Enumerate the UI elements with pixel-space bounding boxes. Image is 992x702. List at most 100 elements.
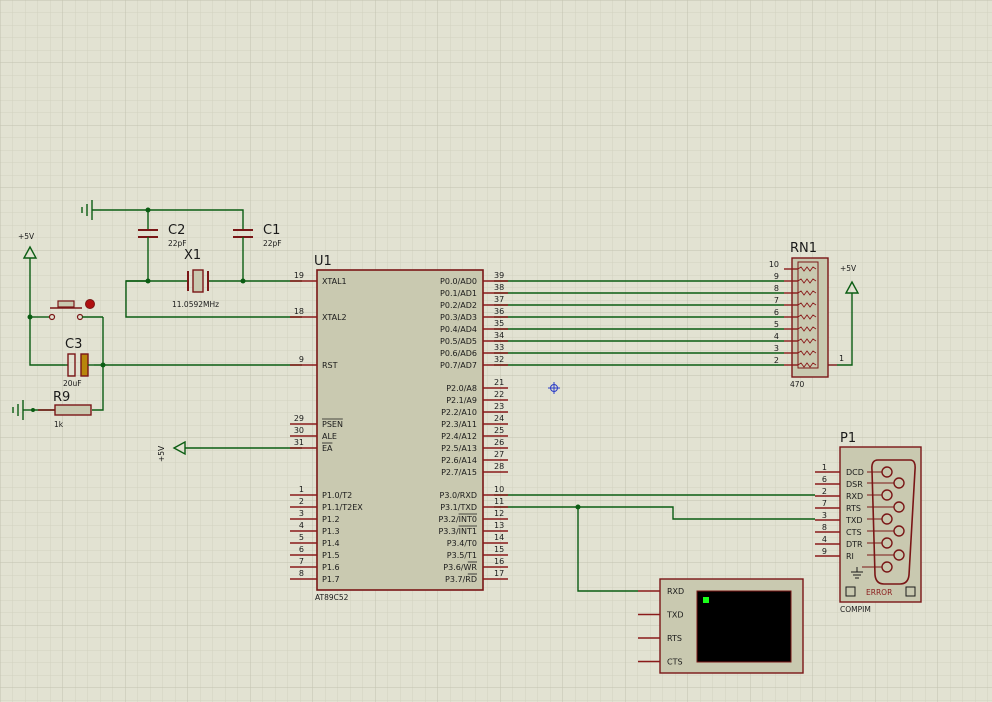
u1-pin-7[interactable]: 7P1.6 bbox=[290, 557, 340, 572]
capacitor-c2[interactable]: C2 22pF bbox=[138, 223, 187, 248]
rn1-pin-8[interactable]: 8 bbox=[774, 284, 817, 296]
virtual-terminal[interactable]: RXD TXD RTS CTS bbox=[638, 578, 804, 674]
u1-pin-label: P2.6/A14 bbox=[441, 456, 477, 465]
terminal-pin-txd[interactable]: TXD bbox=[638, 611, 684, 620]
rn1-common-pin: 1 bbox=[839, 354, 844, 363]
c2-ref: C2 bbox=[168, 223, 185, 238]
rn1-pin-10[interactable]: 10 bbox=[769, 260, 817, 272]
u1-pin-number: 5 bbox=[299, 533, 304, 542]
u1-pin-number: 27 bbox=[494, 450, 504, 459]
r9-value: 1k bbox=[54, 420, 64, 429]
u1-pin-number: 18 bbox=[294, 307, 304, 316]
u1-pin-6[interactable]: 6P1.5 bbox=[290, 545, 340, 560]
c1-ref: C1 bbox=[263, 223, 280, 238]
u1-pin-label: P1.7 bbox=[322, 575, 340, 584]
terminal-pin-cts[interactable]: CTS bbox=[638, 658, 683, 667]
terminal-screen bbox=[696, 590, 792, 663]
p1-pin-ri[interactable]: 9RI bbox=[815, 547, 854, 561]
u1-pin-label: P1.5 bbox=[322, 551, 340, 560]
rn1-pin-number: 2 bbox=[774, 356, 779, 365]
u1-pin-4[interactable]: 4P1.3 bbox=[290, 521, 340, 536]
u1-pin-number: 12 bbox=[494, 509, 504, 518]
c2-value: 22pF bbox=[168, 239, 187, 248]
u1-pin-2[interactable]: 2P1.1/T2EX bbox=[290, 497, 363, 512]
u1-pin-label: P0.7/AD7 bbox=[440, 361, 477, 370]
u1-pin-label: P0.6/AD6 bbox=[440, 349, 477, 358]
compim-p1[interactable]: ERROR P1 COMPIM 1DCD6DSR2RXD7RTS3TXD8CTS… bbox=[815, 431, 922, 614]
crystal-x1[interactable]: X1 11.0592MHz bbox=[172, 248, 219, 309]
u1-pin-1[interactable]: 1P1.0/T2 bbox=[290, 485, 352, 500]
u1-pin-8[interactable]: 8P1.7 bbox=[290, 569, 340, 584]
terminal-pin-label: CTS bbox=[667, 658, 683, 667]
u1-pin-number: 33 bbox=[494, 343, 504, 352]
rn1-pin-3[interactable]: 3 bbox=[774, 344, 817, 356]
rn1-pin-2[interactable]: 2 bbox=[774, 356, 817, 368]
wires[interactable] bbox=[29, 209, 853, 592]
u1-pin-3[interactable]: 3P1.2 bbox=[290, 509, 340, 524]
u1-pin-number: 6 bbox=[299, 545, 304, 554]
rn1-pin-number: 8 bbox=[774, 284, 779, 293]
u1-pin-number: 4 bbox=[299, 521, 304, 530]
origin-crosshair-icon bbox=[548, 382, 560, 394]
resistor-r9[interactable]: R9 1k bbox=[31, 390, 92, 429]
rn1-pin-9[interactable]: 9 bbox=[774, 272, 817, 284]
power-label-ea: +5V bbox=[157, 445, 166, 462]
u1-microcontroller[interactable]: U1 AT89C52 19XTAL118XTAL29RST29PSEN30ALE… bbox=[290, 254, 508, 602]
capacitor-c1[interactable]: C1 22pF bbox=[233, 223, 282, 248]
reset-pushbutton[interactable] bbox=[45, 299, 103, 321]
rn1-pin-number: 4 bbox=[774, 332, 779, 341]
capacitor-c3[interactable]: C3 20uF bbox=[63, 337, 94, 388]
terminal-pin-rxd[interactable]: RXD bbox=[638, 587, 684, 596]
rn1-pin-5[interactable]: 5 bbox=[774, 320, 817, 332]
u1-pin-label: P0.4/AD4 bbox=[440, 325, 477, 334]
u1-pin-5[interactable]: 5P1.4 bbox=[290, 533, 340, 548]
rn1-pin-6[interactable]: 6 bbox=[774, 308, 817, 320]
power-label-reset: +5V bbox=[18, 232, 35, 241]
terminal-pin-rts[interactable]: RTS bbox=[638, 634, 682, 643]
rn1-pin-4[interactable]: 4 bbox=[774, 332, 817, 344]
p1-pin-number: 3 bbox=[822, 511, 827, 520]
u1-right-pins: 39P0.0/AD038P0.1/AD137P0.2/AD236P0.3/AD3… bbox=[438, 271, 508, 584]
rn1-pin-7[interactable]: 7 bbox=[774, 296, 817, 308]
u1-ref: U1 bbox=[314, 254, 332, 269]
